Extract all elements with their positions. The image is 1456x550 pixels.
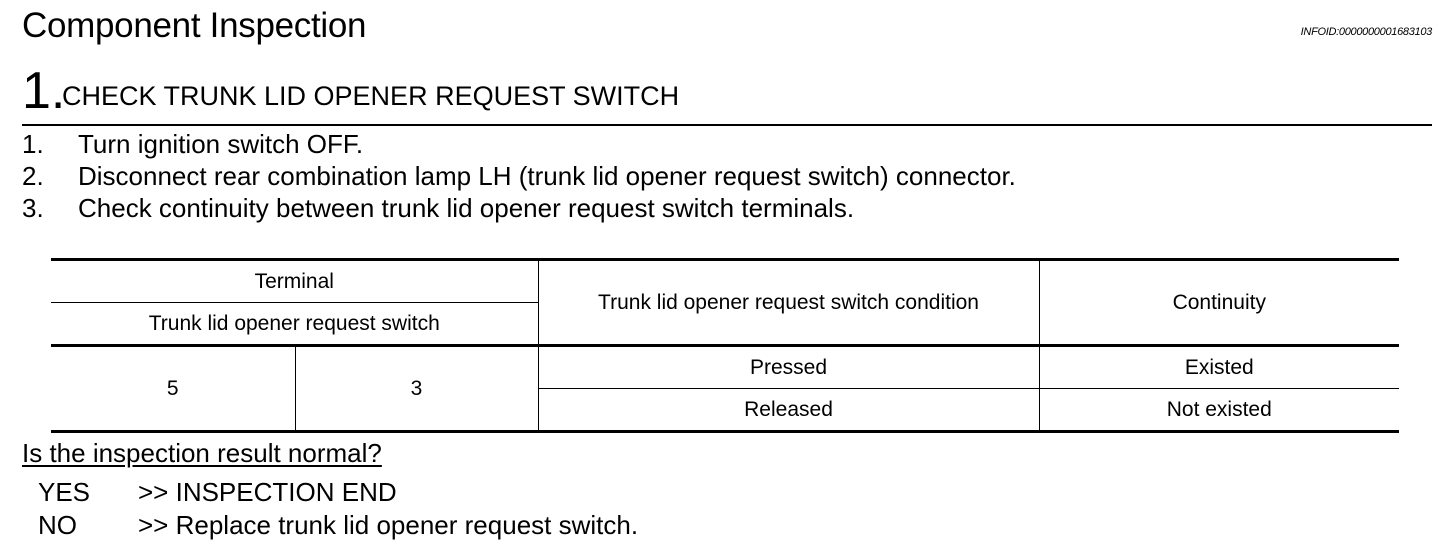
terminal-b-cell: 3 [294, 345, 539, 433]
instruction-number: 3. [22, 193, 44, 223]
inspection-question: Is the inspection result normal? [22, 438, 382, 468]
step-number: 1. [22, 62, 66, 120]
terminal-header: Terminal [51, 258, 539, 303]
terminal-subheader: Trunk lid opener request switch [51, 302, 539, 347]
info-id: INFOID:0000000001683103 [1300, 26, 1433, 38]
instruction-number: 1. [22, 129, 44, 159]
continuity-cell: Existed [1038, 345, 1400, 389]
instruction-list: 1. Turn ignition switch OFF. 2. Disconne… [22, 128, 1016, 224]
page-title: Component Inspection [22, 6, 367, 45]
instruction-text: Disconnect rear combination lamp LH (tru… [78, 161, 1016, 191]
instruction-item: 3. Check continuity between trunk lid op… [22, 192, 1016, 224]
step-heading: 1. CHECK TRUNK LID OPENER REQUEST SWITCH [22, 62, 1432, 126]
continuity-cell: Not existed [1038, 388, 1400, 433]
instruction-text: Check continuity between trunk lid opene… [78, 193, 855, 223]
condition-cell: Pressed [537, 345, 1040, 389]
instruction-item: 2. Disconnect rear combination lamp LH (… [22, 160, 1016, 192]
condition-cell: Released [537, 388, 1040, 433]
answer-text: >> INSPECTION END [138, 477, 397, 507]
terminal-a-cell: 5 [51, 345, 295, 433]
continuity-table: Terminal Trunk lid opener request switch… [51, 258, 1400, 433]
condition-header: Trunk lid opener request switch conditio… [537, 258, 1040, 347]
step-title: CHECK TRUNK LID OPENER REQUEST SWITCH [62, 81, 680, 111]
instruction-number: 2. [22, 161, 44, 191]
answer-key: NO [38, 510, 77, 540]
instruction-text: Turn ignition switch OFF. [78, 129, 364, 159]
continuity-header: Continuity [1038, 258, 1400, 347]
instruction-item: 1. Turn ignition switch OFF. [22, 128, 1016, 160]
answer-text: >> Replace trunk lid opener request swit… [138, 510, 639, 540]
answer-key: YES [38, 477, 91, 507]
